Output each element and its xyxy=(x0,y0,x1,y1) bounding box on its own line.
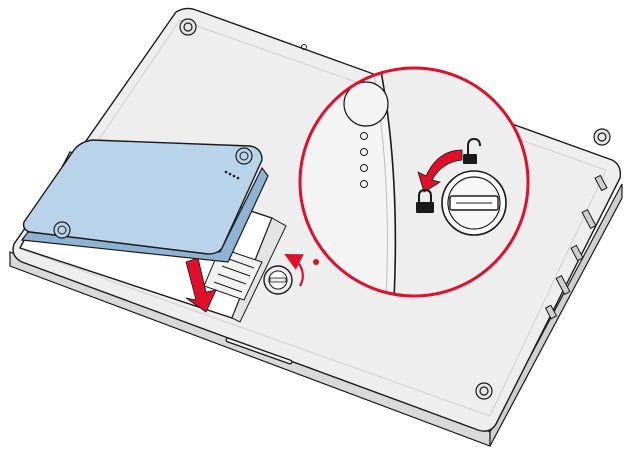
battery-indicator-button xyxy=(236,148,252,164)
battery-latch xyxy=(264,266,292,294)
zoom-latch xyxy=(442,171,506,235)
battery-corner-screw xyxy=(54,222,70,238)
battery xyxy=(22,140,268,262)
